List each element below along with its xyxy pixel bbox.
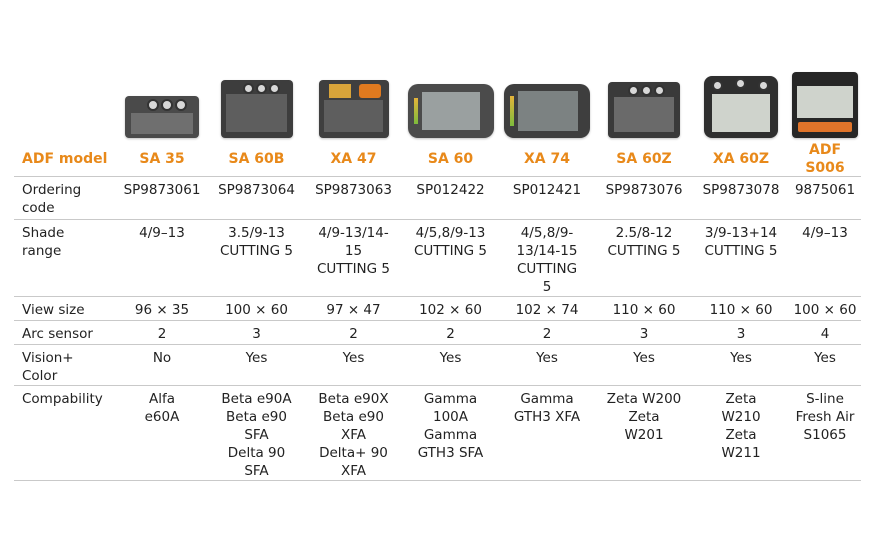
product-image-sa60z <box>595 56 693 142</box>
ordering-code-cell: SP9873061 <box>116 176 208 219</box>
shade-range-cell: 2.5/8-12 CUTTING 5 <box>595 219 693 296</box>
shade-range-cell: 4/9–13 <box>789 219 861 296</box>
ordering-code-cell: SP9873063 <box>305 176 402 219</box>
vision-color-cell: Yes <box>595 344 693 385</box>
compatibility-cell: Zeta W200 Zeta W201 <box>595 385 693 481</box>
arc-sensor-cell: 2 <box>499 320 595 344</box>
view-size-cell: 102 × 60 <box>402 296 499 320</box>
vision-color-cell: Yes <box>305 344 402 385</box>
ordering-code-cell: SP9873078 <box>693 176 789 219</box>
vision-color-cell: Yes <box>789 344 861 385</box>
vision-color-cell: Yes <box>402 344 499 385</box>
ordering-code-cell: 9875061 <box>789 176 861 219</box>
view-size-cell: 102 × 74 <box>499 296 595 320</box>
view-size-cell: 97 × 47 <box>305 296 402 320</box>
shade-range-cell: 4/9-13/14- 15 CUTTING 5 <box>305 219 402 296</box>
compatibility-cell: Gamma 100A Gamma GTH3 SFA <box>402 385 499 481</box>
row-label-compatibility: Compability <box>14 385 116 481</box>
vision-color-cell: No <box>116 344 208 385</box>
ordering-code-cell: SP012422 <box>402 176 499 219</box>
model-header: SA 60Z <box>616 151 672 167</box>
arc-sensor-cell: 3 <box>693 320 789 344</box>
compatibility-cell: Zeta W210 Zeta W211 <box>693 385 789 481</box>
view-size-cell: 100 × 60 <box>789 296 861 320</box>
model-header: XA 74 <box>524 151 570 167</box>
compatibility-cell: Gamma GTH3 XFA <box>499 385 595 481</box>
compatibility-cell: Beta e90A Beta e90 SFA Delta 90 SFA <box>208 385 305 481</box>
row-label-vision-color: Vision+ Color <box>14 344 116 385</box>
model-header: XA 47 <box>330 151 377 167</box>
model-header: XA 60Z <box>712 151 770 167</box>
arc-sensor-cell: 3 <box>595 320 693 344</box>
shade-range-cell: 3.5/9-13 CUTTING 5 <box>208 219 305 296</box>
arc-sensor-cell: 2 <box>402 320 499 344</box>
ordering-code-cell: SP9873064 <box>208 176 305 219</box>
compatibility-cell: S-line Fresh Air S1065 <box>789 385 861 481</box>
image-corner <box>14 56 116 142</box>
view-size-cell: 110 × 60 <box>693 296 789 320</box>
arc-sensor-cell: 2 <box>116 320 208 344</box>
shade-range-cell: 4/9–13 <box>116 219 208 296</box>
model-header: SA 60B <box>228 151 285 167</box>
product-image-xa47 <box>305 56 402 142</box>
compatibility-cell: Alfa e60A <box>116 385 208 481</box>
product-image-xa74 <box>499 56 595 142</box>
ordering-code-cell: SP9873076 <box>595 176 693 219</box>
model-header: SA 60 <box>427 151 474 167</box>
vision-color-cell: Yes <box>499 344 595 385</box>
vision-color-cell: Yes <box>208 344 305 385</box>
row-label-ordering-code: Ordering code <box>14 176 116 219</box>
view-size-cell: 110 × 60 <box>595 296 693 320</box>
model-header: ADF S006 <box>805 142 845 176</box>
arc-sensor-cell: 4 <box>789 320 861 344</box>
view-size-cell: 96 × 35 <box>116 296 208 320</box>
arc-sensor-cell: 3 <box>208 320 305 344</box>
product-image-sa35 <box>116 56 208 142</box>
shade-range-cell: 3/9-13+14 CUTTING 5 <box>693 219 789 296</box>
product-image-xa60z <box>693 56 789 142</box>
product-image-sa60b <box>208 56 305 142</box>
product-image-sa60 <box>402 56 499 142</box>
shade-range-cell: 4/5,8/9-13 CUTTING 5 <box>402 219 499 296</box>
compatibility-cell: Beta e90X Beta e90 XFA Delta+ 90 XFA <box>305 385 402 481</box>
view-size-cell: 100 × 60 <box>208 296 305 320</box>
product-image-adf-s006 <box>789 56 861 142</box>
row-label-view-size: View size <box>14 296 116 320</box>
arc-sensor-cell: 2 <box>305 320 402 344</box>
row-label-shade-range: Shade range <box>14 219 116 296</box>
shade-range-cell: 4/5,8/9- 13/14-15 CUTTING 5 <box>499 219 595 296</box>
ordering-code-cell: SP012421 <box>499 176 595 219</box>
row-label-arc-sensor: Arc sensor <box>14 320 116 344</box>
model-header: SA 35 <box>139 151 185 167</box>
adf-comparison-table: ADF model SA 35 SA 60B XA 47 SA 60 XA 74… <box>14 56 864 481</box>
vision-color-cell: Yes <box>693 344 789 385</box>
header-label: ADF model <box>22 151 108 167</box>
